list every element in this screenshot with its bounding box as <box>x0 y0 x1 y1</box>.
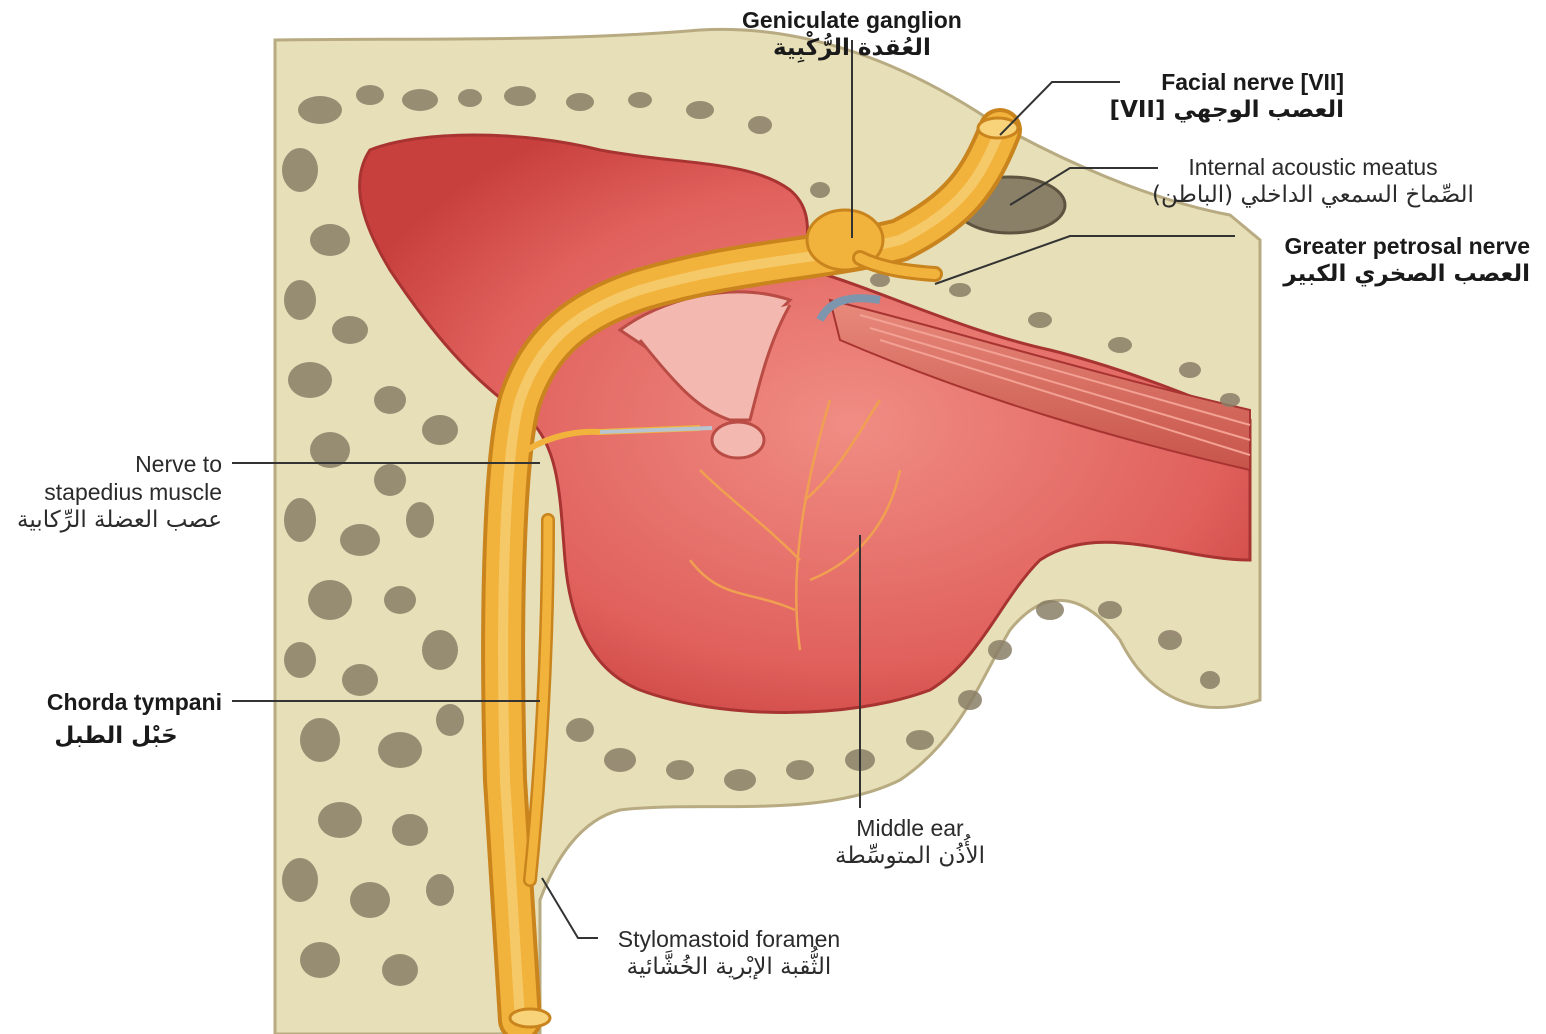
facial-nerve-lower-end <box>510 1009 550 1027</box>
label-stylomastoid-foramen: Stylomastoid foramen الثُّقبة الإبْرية ا… <box>598 925 860 981</box>
label-internal-acoustic-meatus: Internal acoustic meatus الصِّماخ السمعي… <box>1140 153 1486 209</box>
middle-ear-ar: الأُذُن المتوسِّطة <box>820 842 1000 870</box>
chorda-tympani-en: Chorda tympani <box>47 689 222 715</box>
chorda-tympani-ar: حَبْل الطبل <box>10 722 222 750</box>
label-geniculate-ganglion: Geniculate ganglion العُقدة الرُّكْبِية <box>742 6 962 62</box>
facial-nerve-en: Facial nerve [VII] <box>1161 69 1344 95</box>
geniculate-ganglion-en: Geniculate ganglion <box>742 7 962 33</box>
internal-acoustic-meatus-en: Internal acoustic meatus <box>1188 154 1437 180</box>
internal-acoustic-meatus-ar: الصِّماخ السمعي الداخلي (الباطن) <box>1140 181 1486 209</box>
nerve-to-stapedius-en-line2: stapedius muscle <box>6 478 222 506</box>
label-middle-ear: Middle ear الأُذُن المتوسِّطة <box>820 814 1000 870</box>
label-nerve-to-stapedius: Nerve to stapedius muscle عصب العضلة الر… <box>6 450 222 534</box>
greater-petrosal-nerve-ar: العصب الصخري الكبير <box>1240 260 1530 288</box>
facial-nerve-ar: العصب الوجهي [VII] <box>1110 96 1344 124</box>
stylomastoid-foramen-en: Stylomastoid foramen <box>618 926 840 952</box>
nerve-to-stapedius-ar: عصب العضلة الرِّكابية <box>6 506 222 534</box>
label-facial-nerve: Facial nerve [VII] العصب الوجهي [VII] <box>1110 68 1344 124</box>
label-greater-petrosal-nerve: Greater petrosal nerve العصب الصخري الكب… <box>1240 232 1530 288</box>
nerve-to-stapedius-en-line1: Nerve to <box>6 450 222 478</box>
stylomastoid-foramen-ar: الثُّقبة الإبْرية الخُشَّائية <box>598 953 860 981</box>
geniculate-ganglion-ar: العُقدة الرُّكْبِية <box>742 34 962 62</box>
label-chorda-tympani: Chorda tympani حَبْل الطبل <box>10 688 222 750</box>
greater-petrosal-nerve-en: Greater petrosal nerve <box>1285 233 1530 259</box>
middle-ear-en: Middle ear <box>856 815 963 841</box>
facial-nerve-cut-end <box>978 118 1018 138</box>
